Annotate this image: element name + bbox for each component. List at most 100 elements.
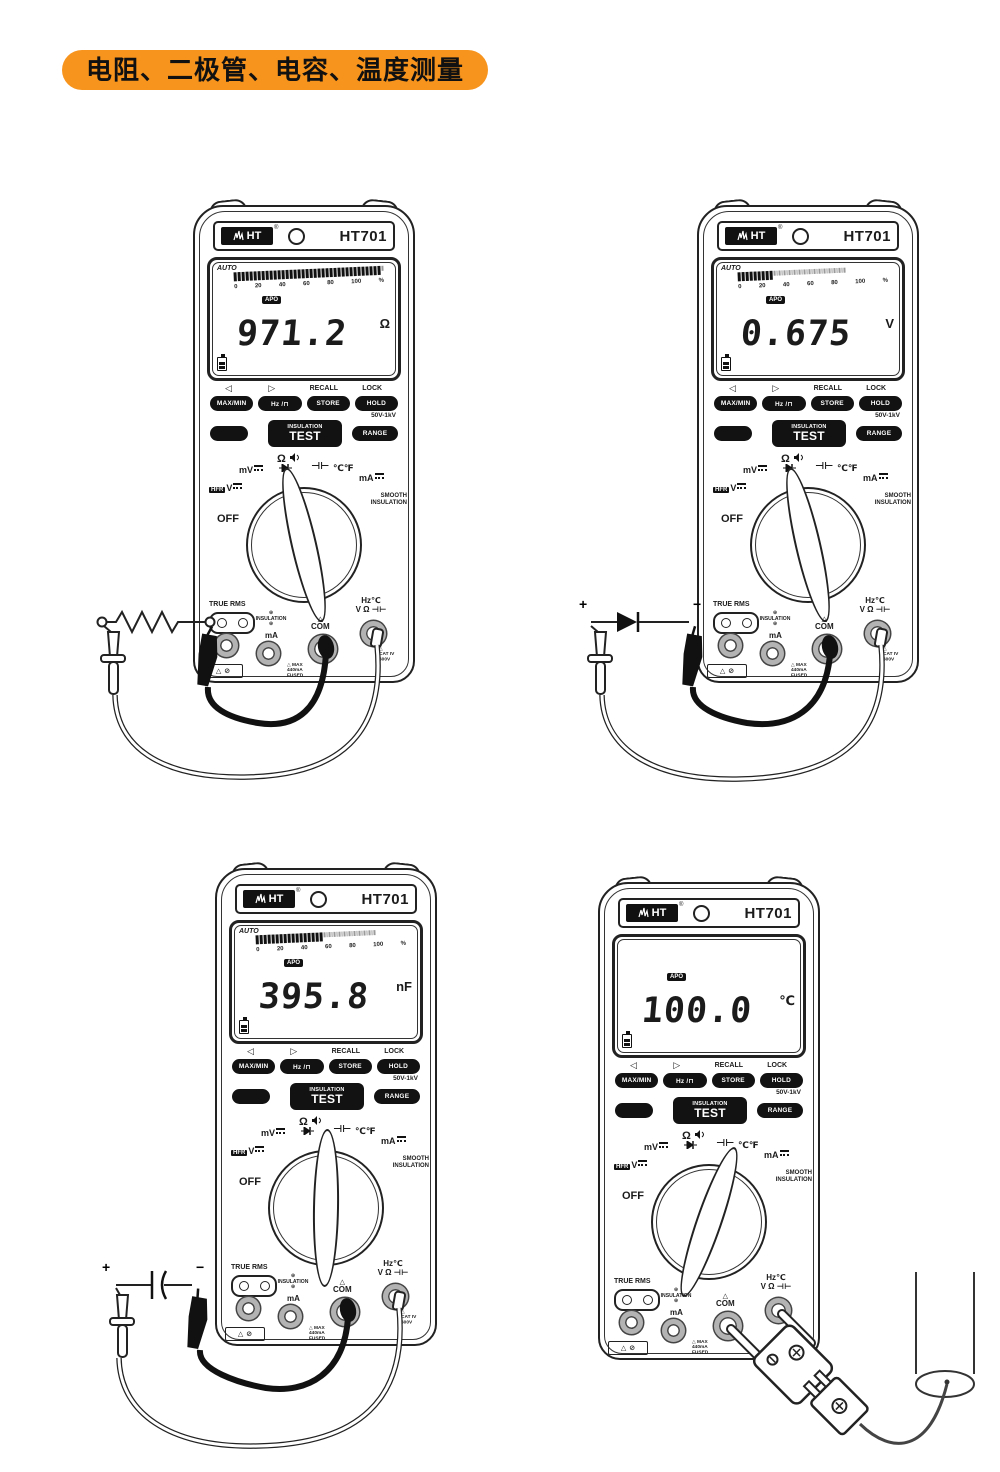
range-button[interactable]: RANGE: [352, 426, 398, 441]
recall-label: RECALL: [331, 1048, 361, 1055]
insulation-test-button[interactable]: INSULATION TEST: [290, 1083, 364, 1110]
hold-button[interactable]: HOLD: [376, 1059, 420, 1074]
hold-button[interactable]: HOLD: [759, 1073, 803, 1088]
max-min-button[interactable]: MAX/MIN: [714, 396, 758, 411]
bargraph-segment: [265, 270, 269, 280]
bargraph-segment: [843, 267, 846, 273]
insulation-test-button[interactable]: INSULATION TEST: [268, 420, 342, 447]
bargraph-segment: [820, 268, 823, 274]
max-min-button[interactable]: MAX/MIN: [615, 1073, 659, 1088]
hfr-badge: HFR: [209, 487, 226, 493]
insulation-test-label-top: INSULATION: [692, 1100, 728, 1107]
recall-label: RECALL: [309, 385, 339, 392]
brand-text: HT: [651, 907, 667, 919]
measurement-reading: 395.8: [257, 977, 371, 1017]
range-button[interactable]: RANGE: [757, 1103, 803, 1118]
nav-left-label: ◁: [729, 383, 736, 393]
dial-mv-position: mV: [743, 465, 768, 475]
battery-icon: [217, 354, 227, 371]
bargraph-segment: [303, 933, 307, 943]
scale-tick-label: 20: [276, 946, 284, 953]
auto-indicator: AUTO: [721, 265, 741, 272]
bargraph-segment: [325, 268, 329, 278]
lock-label: LOCK: [866, 385, 887, 392]
scale-tick-label: 20: [254, 283, 262, 290]
bargraph-segment: [737, 272, 741, 282]
rotary-knob[interactable]: [651, 1143, 767, 1301]
insulation-terminal[interactable]: [215, 634, 238, 657]
blank-button[interactable]: [615, 1103, 653, 1118]
hz-duty-button[interactable]: Hz /⊓: [258, 396, 302, 411]
blank-button[interactable]: [714, 426, 752, 441]
store-button[interactable]: STORE: [810, 396, 854, 411]
continuity-buzzer-icon: [694, 1130, 704, 1139]
bargraph-segment: [321, 268, 325, 278]
bargraph-segment: [287, 933, 291, 943]
rotary-knob[interactable]: [246, 465, 362, 625]
rotary-knob[interactable]: [268, 1128, 384, 1288]
max-min-button[interactable]: MAX/MIN: [210, 396, 254, 411]
insulation-terminal[interactable]: [620, 1311, 643, 1334]
button-panel: ◁ ▷ RECALL LOCK MAX/MIN Hz /⊓ STORE HOLD…: [615, 1060, 803, 1138]
bargraph-segment: [741, 272, 745, 282]
ma-terminal[interactable]: [761, 642, 784, 665]
hz-duty-button[interactable]: Hz /⊓: [663, 1073, 707, 1088]
dial-ohm-position: Ω: [781, 453, 804, 472]
store-button[interactable]: STORE: [328, 1059, 372, 1074]
ma-terminal[interactable]: [257, 642, 280, 665]
black-plug: [317, 635, 335, 659]
true-rms-connector[interactable]: [231, 1275, 277, 1297]
dc-symbol: [233, 483, 243, 491]
ma-terminal[interactable]: [662, 1319, 685, 1342]
brand-text: HT: [246, 230, 262, 242]
range-hint-label: 50V-1kV: [371, 412, 396, 419]
store-button[interactable]: STORE: [711, 1073, 755, 1088]
bargraph-segment: [325, 932, 328, 938]
model-number: HT701: [339, 227, 387, 245]
scale-tick-label: 40: [782, 282, 790, 289]
hold-button[interactable]: HOLD: [354, 396, 398, 411]
max-min-button[interactable]: MAX/MIN: [232, 1059, 276, 1074]
bargraph-segment: [368, 930, 371, 936]
red-plug: [391, 1290, 407, 1312]
scale-tick-label: 40: [300, 945, 308, 952]
nav-right-label: ▷: [673, 1060, 681, 1070]
rotary-knob[interactable]: [750, 465, 866, 625]
hz-duty-button[interactable]: Hz /⊓: [762, 396, 806, 411]
bargraph-segment: [289, 269, 293, 279]
insulation-test-label-main: TEST: [694, 1106, 726, 1121]
insulation-terminal[interactable]: [237, 1297, 260, 1320]
button-labels: ◁ ▷ RECALL LOCK: [210, 383, 398, 396]
true-rms-connector[interactable]: [209, 612, 255, 634]
lock-label: LOCK: [767, 1062, 788, 1069]
bargraph-segment: [271, 934, 275, 944]
bargraph-segment: [355, 930, 358, 936]
k-type-plug: [802, 1369, 869, 1436]
blank-button[interactable]: [210, 426, 248, 441]
hz-duty-button[interactable]: Hz /⊓: [280, 1059, 324, 1074]
bargraph-segment: [349, 267, 353, 277]
thermocouple-connection-diagram: [726, 1272, 975, 1445]
auto-indicator: AUTO: [217, 265, 237, 272]
insulation-test-button[interactable]: INSULATION TEST: [772, 420, 846, 447]
insulation-test-button[interactable]: INSULATION TEST: [673, 1097, 747, 1124]
bargraph-segment: [330, 931, 333, 938]
blank-button[interactable]: [232, 1089, 270, 1104]
store-button[interactable]: STORE: [306, 396, 350, 411]
bargraph-segment: [828, 268, 831, 274]
ma-terminal[interactable]: [279, 1305, 302, 1328]
red-lead-core: [600, 644, 884, 781]
bargraph-segment: [233, 272, 237, 282]
true-rms-connector[interactable]: [713, 612, 759, 634]
insulation-terminal[interactable]: [719, 634, 742, 657]
range-button[interactable]: RANGE: [374, 1089, 420, 1104]
ma-jack-label: mA: [670, 1308, 683, 1317]
bargraph-segment: [373, 930, 376, 936]
true-rms-connector[interactable]: [614, 1289, 660, 1311]
bargraph-segment: [761, 271, 765, 281]
range-button[interactable]: RANGE: [856, 426, 902, 441]
hold-button[interactable]: HOLD: [858, 396, 902, 411]
